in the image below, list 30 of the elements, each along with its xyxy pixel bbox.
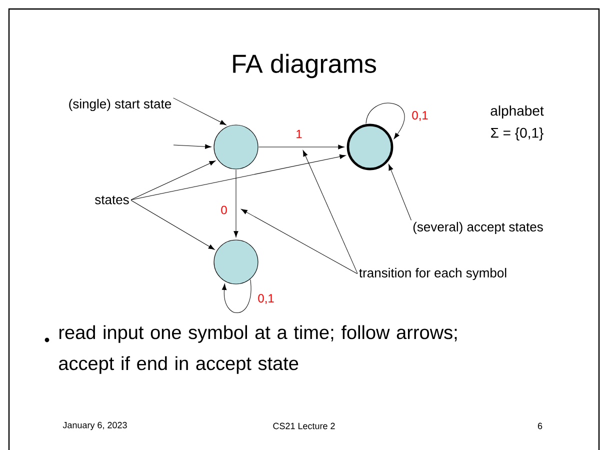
edge-label: 0,1: [411, 110, 429, 122]
leader-line: [388, 164, 412, 221]
callout-text: (single) start state: [69, 98, 172, 112]
callout-text: transition for each symbol: [359, 268, 506, 280]
leader-line: [130, 200, 215, 250]
edge-label: 1: [295, 129, 303, 139]
title: FA diagrams: [233, 54, 376, 78]
state-circle: [214, 240, 258, 284]
transition-arrow: [258, 144, 344, 150]
transition-arrow: [173, 144, 212, 149]
callout-text: states: [95, 196, 129, 204]
footer-text: CS21 Lecture 2: [273, 422, 335, 430]
bullet-text: read input one symbol at a time; follow arrows; accept if end in accept state: [59, 325, 457, 374]
leader-line: [241, 209, 358, 274]
footer-text: January 6, 2023: [62, 422, 127, 430]
leader-line: [302, 150, 358, 274]
leader-line: [130, 154, 346, 200]
edge-label: 0,1: [257, 294, 275, 304]
edge-label: 0: [220, 205, 228, 215]
leader-line: [173, 98, 226, 126]
state-circle: [214, 124, 258, 170]
leader-line: [130, 160, 216, 200]
accept-state-circle: [346, 124, 394, 170]
footer-text: 6: [538, 422, 542, 430]
self-loop-arrow: [366, 102, 405, 140]
note-text: alphabet: [490, 105, 544, 119]
transition-arrow: [234, 170, 238, 238]
formula-text: Σ = {0,1}: [491, 127, 544, 141]
callout-text: (several) accept states: [413, 222, 543, 234]
self-loop-arrow: [222, 279, 252, 313]
